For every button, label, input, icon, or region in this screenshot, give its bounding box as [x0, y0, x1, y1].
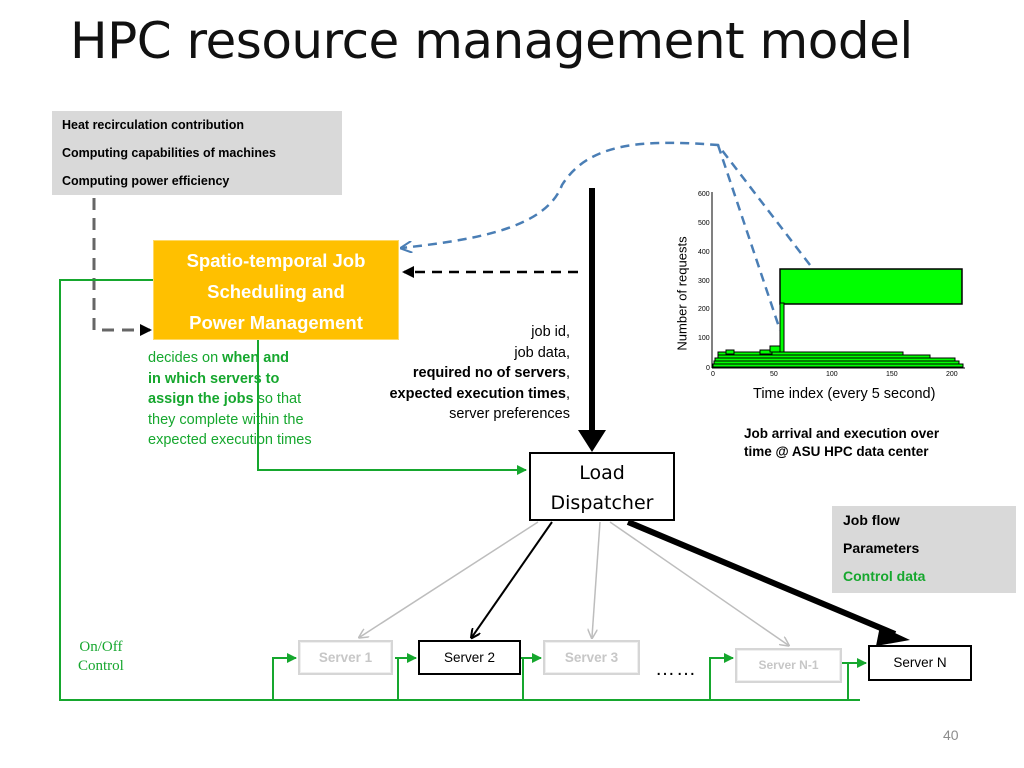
server-3-box: Server 3 [543, 640, 640, 675]
job-info-data: job data, [514, 344, 570, 361]
onoff-line-1: On/Off [79, 639, 123, 655]
chart-feedback-curve [402, 141, 811, 266]
scheduler-line-2: Scheduling and [207, 281, 345, 302]
load-dispatcher-box: Load Dispatcher [529, 452, 675, 521]
desc-bold-2: in which servers to [148, 370, 280, 387]
y-tick-200: 200 [698, 306, 710, 313]
dispatch-server1 [360, 521, 539, 637]
job-info: job id, job data, required no of servers… [345, 322, 570, 425]
legend-job-flow: Job flow [843, 512, 900, 528]
scheduler-to-dispatcher-control [257, 340, 527, 475]
job-info-servers: required no of servers [412, 365, 566, 381]
chart-bar-large [779, 268, 963, 305]
y-tick-400: 400 [698, 249, 710, 256]
x-tick-150: 150 [886, 371, 898, 378]
scheduler-line-3: Power Management [189, 312, 363, 333]
desc-text-1: decides on [148, 350, 223, 366]
chart-caption-line-2: time @ ASU HPC data center [744, 444, 929, 459]
dispatch-server3 [592, 521, 601, 637]
x-tick-100: 100 [826, 371, 838, 378]
dispatch-servern1 [609, 521, 788, 645]
chart-caption: Job arrival and execution over time @ AS… [744, 425, 939, 461]
x-tick-50: 50 [770, 371, 778, 378]
job-info-comma-2: , [565, 385, 570, 402]
server-n-box: Server N [868, 645, 972, 681]
scheduler-line-1: Spatio-temporal Job [186, 250, 366, 271]
onoff-line-2: Control [78, 658, 124, 674]
parameters-arrow [92, 198, 152, 336]
chart-y-axis-label: Number of requests [674, 236, 690, 351]
job-info-preferences: server preferences [449, 406, 570, 422]
server-1-box: Server 1 [298, 640, 393, 675]
legend-parameters: Parameters [843, 540, 920, 556]
y-tick-300: 300 [698, 278, 710, 285]
dispatch-servern [626, 519, 897, 637]
control-bus [59, 279, 860, 701]
onoff-control-label: On/Off Control [78, 638, 124, 676]
server-2-box: Server 2 [418, 640, 521, 675]
slide-title: HPC resource management model [70, 12, 913, 70]
param-heat-recirculation: Heat recirculation contribution [62, 118, 244, 132]
job-chart: 0 50 100 150 200 0 100 200 300 400 500 6… [698, 191, 965, 378]
slide-number: 40 [943, 727, 959, 743]
param-power-efficiency: Computing power efficiency [62, 174, 230, 188]
dispatch-server2 [472, 521, 553, 637]
scheduler-description: decides on when and in which servers to … [148, 348, 363, 451]
x-tick-200: 200 [946, 371, 958, 378]
parameters-box: Heat recirculation contribution Computin… [52, 111, 342, 195]
y-tick-500: 500 [698, 220, 710, 227]
job-info-id: job id, [531, 324, 570, 340]
legend-box: Job flow Parameters Control data [832, 506, 1016, 593]
desc-bold-3: assign the jobs [148, 391, 254, 407]
y-tick-600: 600 [698, 191, 710, 198]
chart-caption-line-1: Job arrival and execution over [744, 426, 940, 441]
legend-control-data: Control data [843, 568, 926, 584]
chart-feedback-line [716, 144, 782, 331]
param-computing-capabilities: Computing capabilities of machines [62, 146, 276, 160]
job-info-comma-1: , [565, 365, 570, 381]
desc-text-3: they complete within the [148, 411, 304, 428]
servers-ellipsis: …… [655, 658, 697, 680]
dispatcher-line-2: Dispatcher [550, 492, 654, 514]
scheduler-box: Spatio-temporal Job Scheduling and Power… [153, 240, 399, 340]
desc-bold-1: when and [222, 350, 290, 366]
y-tick-0: 0 [706, 365, 710, 372]
dispatcher-line-1: Load [579, 462, 625, 484]
desc-text-2: so that [253, 391, 302, 407]
chart-x-axis-label: Time index (every 5 second) [753, 386, 936, 402]
server-n-minus-1-box: Server N-1 [735, 648, 842, 683]
desc-text-4: expected execution times [148, 432, 312, 448]
x-tick-0: 0 [711, 371, 715, 378]
y-tick-100: 100 [698, 335, 710, 342]
job-info-exec-times: expected execution times [389, 385, 566, 402]
